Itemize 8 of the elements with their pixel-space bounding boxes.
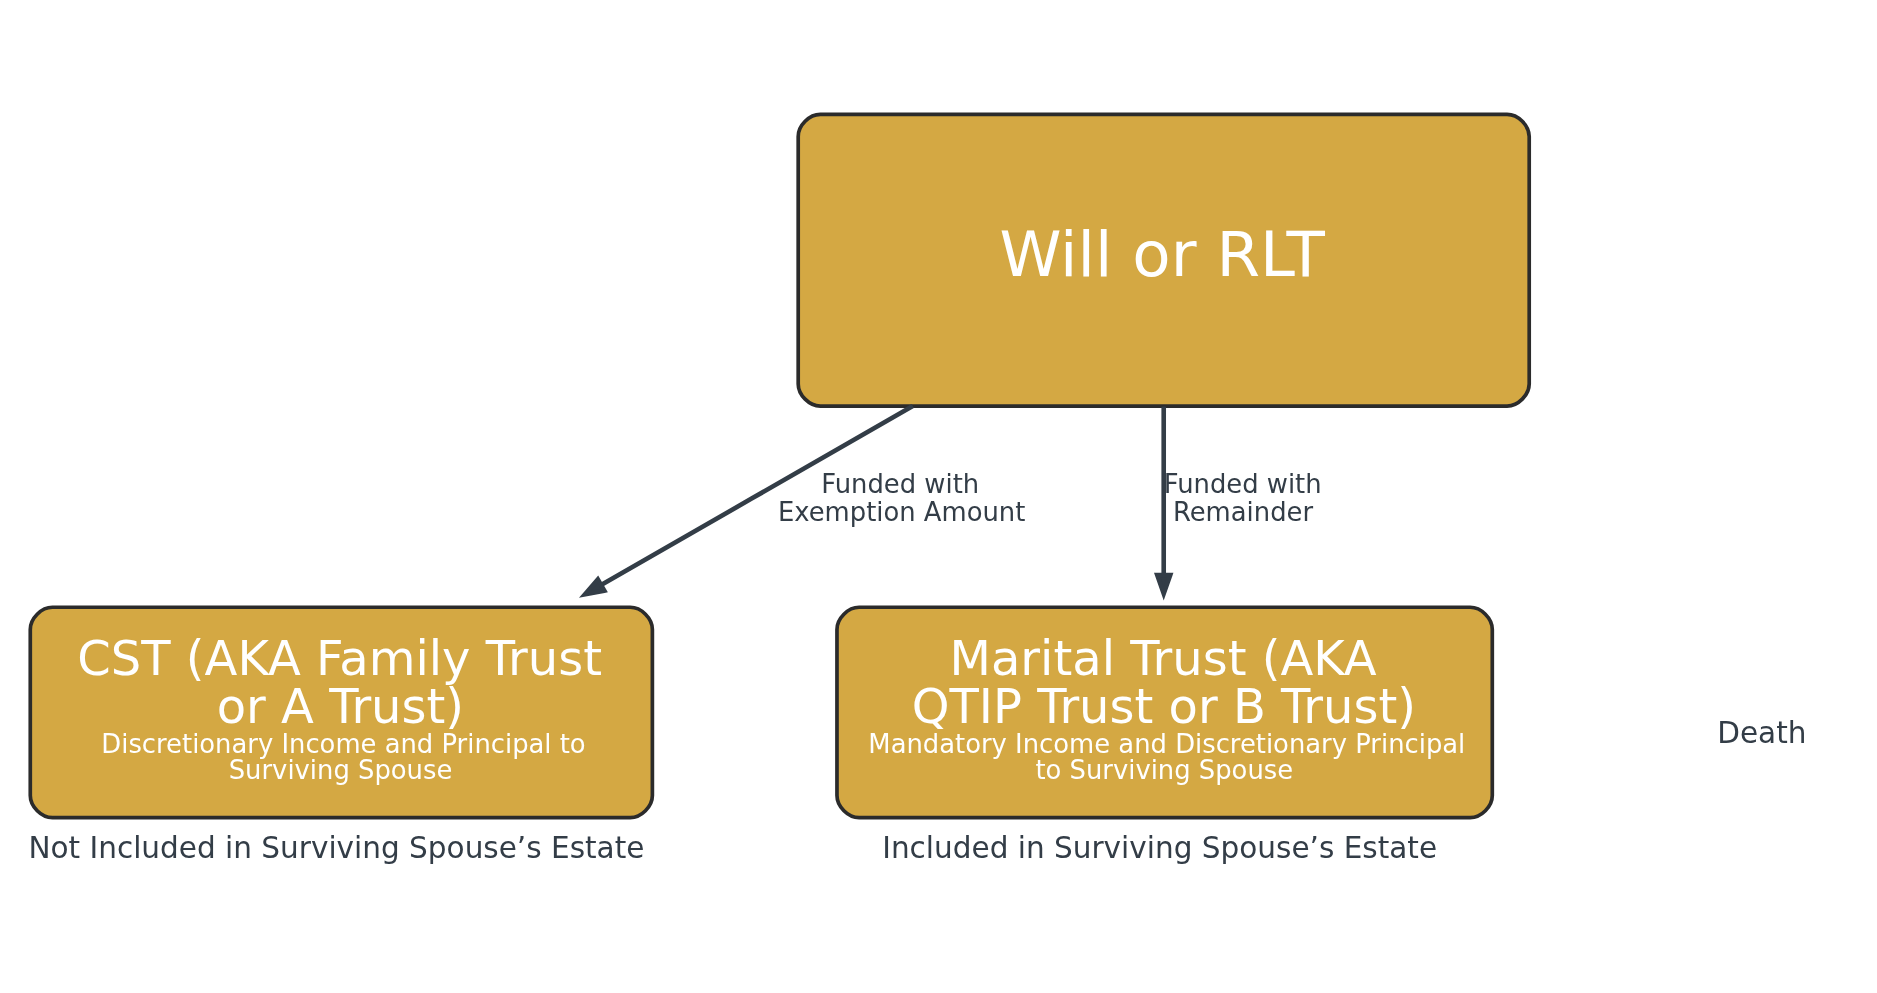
edge-label: Funded with Exemption Amount <box>777 469 1026 527</box>
node-label: Not Included in Surviving Spouse’s Estate <box>28 830 645 865</box>
node-box: Will or RLT <box>796 112 1532 408</box>
node-label: Included in Surviving Spouse’s Estate <box>882 830 1438 865</box>
label: Death <box>1717 716 1807 751</box>
arrow <box>578 404 914 598</box>
arrow <box>1154 406 1174 601</box>
edge-label: Funded with Remainder <box>1163 469 1322 527</box>
